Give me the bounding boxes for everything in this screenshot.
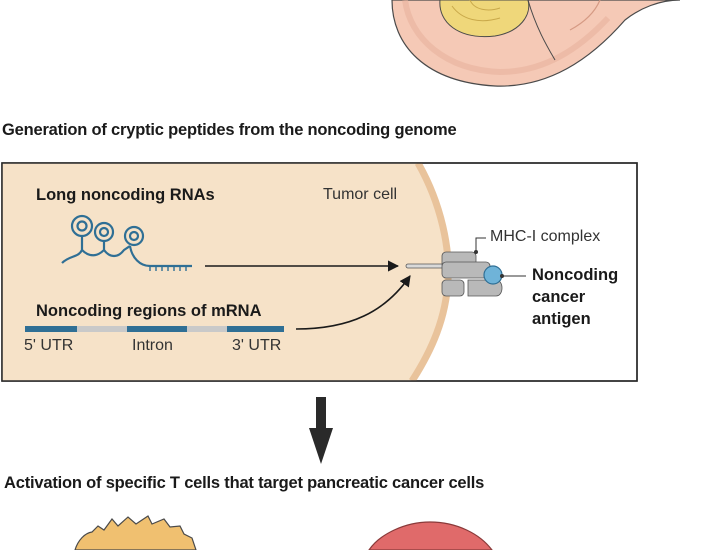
antigen-label-line3: antigen [532,310,591,328]
lncrna-hairpins [61,214,192,271]
utr5-segment [25,326,77,332]
section-heading-generation: Generation of cryptic peptides from the … [2,121,457,139]
antigen-label-line1: Noncoding [532,266,619,284]
mhc-complex [405,237,526,297]
mrna-arrow [295,275,411,330]
lncrna-label: Long noncoding RNAs [36,186,215,204]
antigen-label-line2: cancer [532,288,586,306]
cancer-cell [368,521,493,550]
dendritic-cell [74,515,197,550]
intron-segment [127,326,187,332]
mrna-label: Noncoding regions of mRNA [36,302,262,320]
antigen-peptide [483,265,503,285]
utr3-segment [227,326,284,332]
utr3-label: 3' UTR [232,337,282,354]
section-heading-activation: Activation of specific T cells that targ… [4,474,485,492]
mhc-label: MHC-I complex [490,228,601,245]
utr5-label: 5' UTR [24,337,74,354]
stomach-illustration [391,0,681,87]
tumor-cell-label: Tumor cell [323,186,398,203]
exon-segment [77,326,127,332]
intron-label: Intron [132,337,173,354]
mrna-strand [25,326,284,332]
down-arrow-icon [309,397,333,464]
exon-segment [187,326,227,332]
